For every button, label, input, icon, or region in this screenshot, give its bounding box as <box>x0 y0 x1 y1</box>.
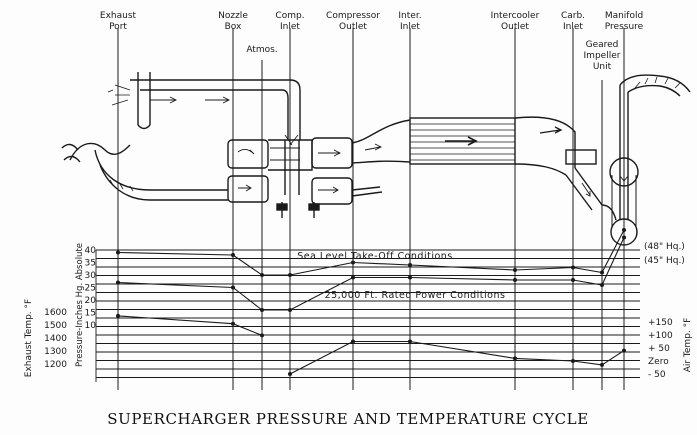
series-point <box>260 308 264 312</box>
station-label-line: Port <box>109 22 127 32</box>
series-line <box>117 315 263 336</box>
station-label-line: Inter. <box>398 11 421 21</box>
exhaust-tick-label: 1500 <box>44 321 67 331</box>
exhaust-tick-label: 1200 <box>44 360 67 370</box>
station-label-line: Geared <box>586 40 619 50</box>
air-temp-tick-label: +150 <box>648 318 673 328</box>
series-point <box>231 285 235 290</box>
series-point <box>260 273 264 277</box>
station-guide-lines <box>117 28 625 390</box>
pressure-tick-label: 15 <box>85 309 96 319</box>
station-label: Comp.Inlet <box>275 11 304 32</box>
series-point <box>408 263 412 267</box>
series-point <box>351 275 355 280</box>
air-temp-tick-label: + 50 <box>648 344 670 354</box>
pressure-tick-label: 20 <box>85 296 97 306</box>
series-point <box>408 275 412 280</box>
series-point <box>260 333 264 338</box>
series-point <box>288 308 292 312</box>
station-label-line: Unit <box>593 62 612 72</box>
series-point <box>116 250 120 255</box>
pressure-axis-title: Pressure-Inches Hg. Absolute <box>75 243 85 367</box>
chart-grid <box>95 249 640 382</box>
chart-series <box>116 228 626 376</box>
station-label-line: Manifold <box>605 11 643 21</box>
station-label-line: Outlet <box>339 22 367 32</box>
series-point <box>231 321 235 326</box>
series-point <box>622 228 626 232</box>
pressure-tick-label: 30 <box>85 271 97 281</box>
figure-title: SUPERCHARGER PRESSURE AND TEMPERATURE CY… <box>107 410 589 428</box>
station-label-line: Outlet <box>501 22 529 32</box>
station-label: Atmos. <box>246 45 277 55</box>
tick-labels: 1600 1500 1400 1300 1200 40 35 30 25 20 15 10 +150 +1… <box>44 242 685 380</box>
station-label-line: Impeller <box>584 51 621 61</box>
station-label-line: Comp. <box>275 11 304 21</box>
station-label-line: Inlet <box>563 22 583 32</box>
station-label-line: Intercooler <box>491 11 540 21</box>
series-point <box>351 339 355 344</box>
series-point <box>600 362 604 367</box>
series-point <box>288 273 292 277</box>
station-label-line: Pressure <box>605 22 644 32</box>
series-point <box>513 278 517 282</box>
station-label: Inter.Inlet <box>398 11 421 32</box>
station-label-line: Nozzle <box>218 11 248 21</box>
series-point <box>116 280 120 285</box>
air-temp-tick-label: Zero <box>648 357 669 367</box>
series-point <box>571 359 575 363</box>
exhaust-tick-label: 1400 <box>44 334 67 344</box>
air-temp-axis-title: Air Temp. °F <box>683 318 693 373</box>
pressure-tick-label: 25 <box>85 284 96 294</box>
series-point <box>513 268 517 272</box>
exhaust-tick-label: 1600 <box>44 308 67 318</box>
manifold-pressure-label: (48" Hq.) <box>644 242 685 252</box>
series-point <box>571 265 575 270</box>
station-label-line: Compressor <box>326 11 380 21</box>
station-label-line: Box <box>225 22 242 32</box>
series-point <box>600 270 604 275</box>
engine-schematic <box>61 72 691 246</box>
air-temp-tick-label: +100 <box>648 331 673 341</box>
station-label: Carb.Inlet <box>561 11 585 32</box>
pressure-tick-label: 40 <box>85 246 97 256</box>
air-temp-tick-label: - 50 <box>648 370 666 380</box>
station-label-line: Inlet <box>280 22 300 32</box>
exhaust-temp-axis-title: Exhaust Temp. °F <box>24 299 34 377</box>
exhaust-tick-label: 1300 <box>44 347 67 357</box>
rated-power-label: 25,000 Ft. Rated Power Conditions <box>325 290 506 301</box>
series-point <box>622 235 626 240</box>
series-point <box>288 372 292 376</box>
station-label-line: Exhaust <box>100 11 137 21</box>
series-point <box>408 339 412 344</box>
series-point <box>351 260 355 265</box>
series-line <box>117 229 625 276</box>
pressure-tick-label: 35 <box>85 259 96 269</box>
manifold-pressure-label: (45" Hq.) <box>644 256 685 266</box>
station-label-line: Atmos. <box>246 45 277 55</box>
station-label-line: Carb. <box>561 11 585 21</box>
series-point <box>231 253 235 257</box>
series-point <box>622 348 626 353</box>
series-point <box>600 283 604 287</box>
series-point <box>571 278 575 282</box>
series-line <box>117 237 625 311</box>
series-point <box>513 356 517 361</box>
sea-level-label: Sea Level Take-Off Conditions <box>297 251 453 262</box>
pressure-tick-label: 10 <box>85 321 97 331</box>
series-point <box>116 313 120 318</box>
station-label-line: Inlet <box>400 22 420 32</box>
